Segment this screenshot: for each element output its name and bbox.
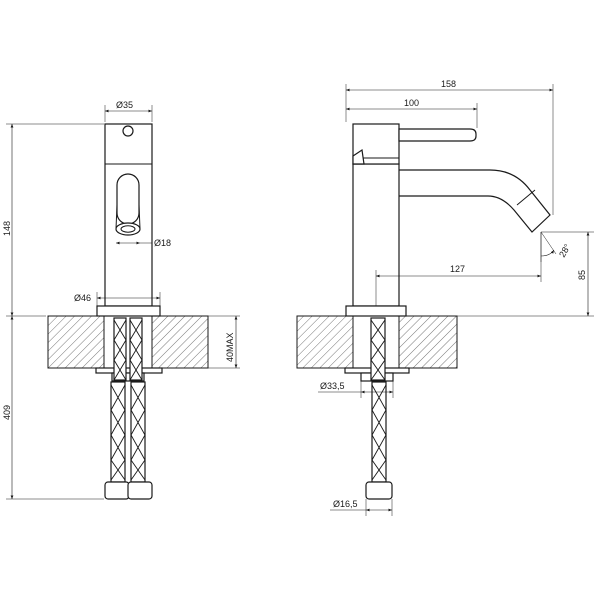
label-spout-diameter: Ø35	[116, 100, 133, 110]
front-view: Ø35 Ø18 Ø46 148 409 40MAX	[2, 100, 240, 500]
label-spout-width: 100	[404, 98, 419, 108]
label-aerator-diameter: Ø18	[154, 238, 171, 248]
front-hose-nut-left	[104, 481, 130, 500]
front-countertop-hole	[103, 315, 153, 369]
front-aerator-outer	[115, 222, 141, 236]
label-max-counter: 40MAX	[225, 332, 235, 362]
label-overall-width: 158	[441, 79, 456, 89]
label-shank-diameter: Ø33,5	[320, 381, 345, 391]
label-hose-diameter: Ø16,5	[333, 499, 358, 509]
front-hose-nut-right	[127, 481, 153, 500]
label-reach: 127	[450, 264, 465, 274]
side-lever	[398, 128, 477, 142]
front-shank-washer	[95, 367, 163, 374]
front-aerator-side-right	[138, 204, 141, 230]
front-shank-nut	[111, 372, 145, 382]
side-hose-nut	[365, 481, 393, 500]
label-total-height: 148	[2, 221, 12, 236]
side-hose	[370, 317, 387, 483]
dim-arc-angle	[540, 249, 555, 257]
front-hose-right	[129, 317, 146, 483]
label-hose-length: 409	[2, 405, 12, 420]
side-lever-catch	[352, 148, 365, 165]
front-base-plate	[96, 305, 161, 317]
front-aerator-inner	[120, 225, 136, 233]
label-angle: 28°	[557, 242, 573, 259]
side-spout	[397, 169, 551, 233]
front-lever-knob	[122, 125, 134, 137]
front-hose-left	[110, 317, 127, 483]
side-base-plate	[345, 305, 407, 317]
label-spout-height: 85	[577, 270, 587, 280]
side-view: 158 100 127 28° 85 Ø33,5 Ø16,5	[296, 79, 594, 516]
front-aerator-side-left	[115, 204, 118, 230]
side-aerator-line	[516, 189, 536, 206]
label-base-diameter: Ø46	[74, 293, 91, 303]
front-spout-slot	[116, 173, 140, 225]
